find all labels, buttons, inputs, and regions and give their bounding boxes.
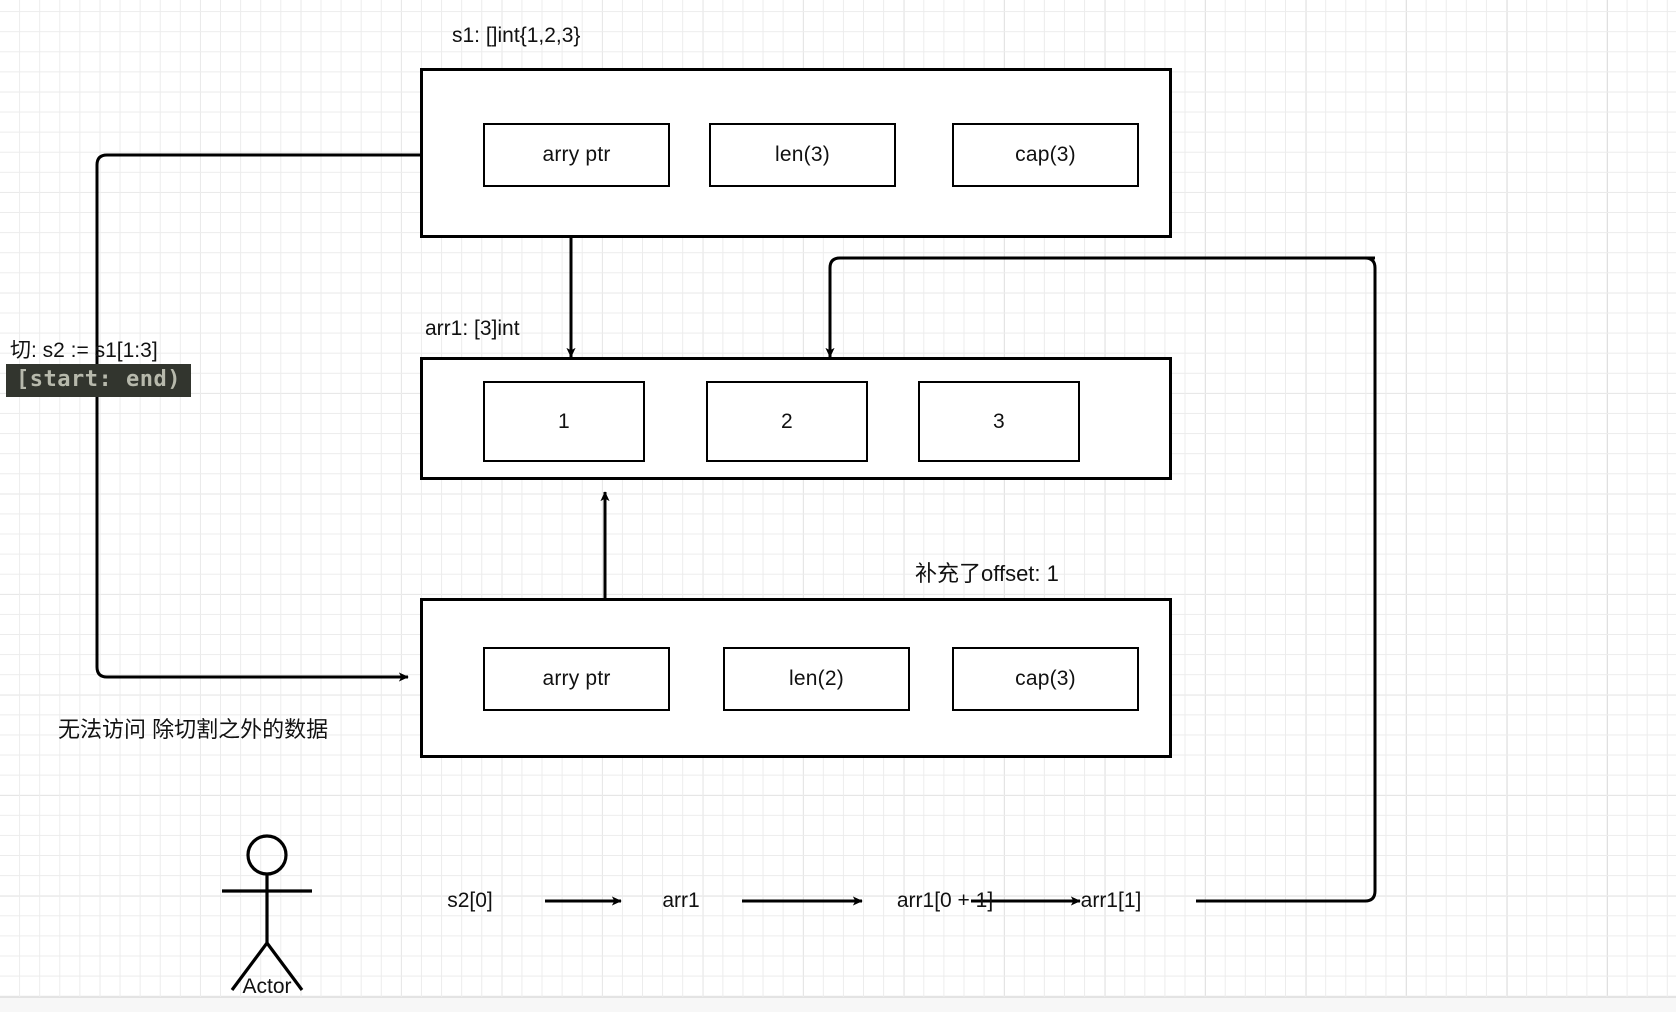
actor-leg-left xyxy=(230,942,269,991)
flow-step-arr1: arr1 xyxy=(662,889,700,912)
page-bottom-edge xyxy=(0,997,1676,1012)
actor-label: Actor xyxy=(242,975,292,998)
actor-head-icon xyxy=(246,834,288,876)
arr1-cell-2[interactable]: 3 xyxy=(918,381,1080,462)
flow-step-s2-index0: s2[0] xyxy=(447,889,493,912)
label-arr1-type: arr1: [3]int xyxy=(425,317,520,340)
arr1-cell-0[interactable]: 1 xyxy=(483,381,645,462)
connector-arr1idx-to-trunk xyxy=(1196,256,1377,903)
arr1-cell-1[interactable]: 2 xyxy=(706,381,868,462)
label-slice-expression: 切: s2 := s1[1:3] xyxy=(10,339,158,362)
flow-step-arr1-index1: arr1[1] xyxy=(1080,889,1142,912)
flow-step-arr1-offset: arr1[0 + 1] xyxy=(896,889,994,912)
connector-offset-to-arr1-cell2 xyxy=(825,256,1375,358)
arr1-array-box[interactable]: 1 2 3 xyxy=(420,357,1172,480)
s2-struct-box[interactable]: arry ptr len(2) cap(3) xyxy=(420,598,1172,758)
s1-field-arry-ptr[interactable]: arry ptr xyxy=(483,123,670,187)
s2-field-arry-ptr[interactable]: arry ptr xyxy=(483,647,670,711)
s2-field-len[interactable]: len(2) xyxy=(723,647,910,711)
actor-leg-right xyxy=(265,942,304,991)
actor-figure xyxy=(222,834,312,991)
s2-field-cap[interactable]: cap(3) xyxy=(952,647,1139,711)
label-offset-note: 补充了offset: 1 xyxy=(915,561,1059,586)
s1-struct-box[interactable]: arry ptr len(3) cap(3) xyxy=(420,68,1172,238)
code-chip-start-end: [start: end) xyxy=(6,364,191,397)
s1-field-cap[interactable]: cap(3) xyxy=(952,123,1139,187)
s1-field-len[interactable]: len(3) xyxy=(709,123,896,187)
connector-s1-to-s2-slice xyxy=(95,153,420,682)
label-s1-type: s1: []int{1,2,3} xyxy=(452,24,581,47)
label-no-access-note: 无法访问 除切割之外的数据 xyxy=(58,717,329,742)
